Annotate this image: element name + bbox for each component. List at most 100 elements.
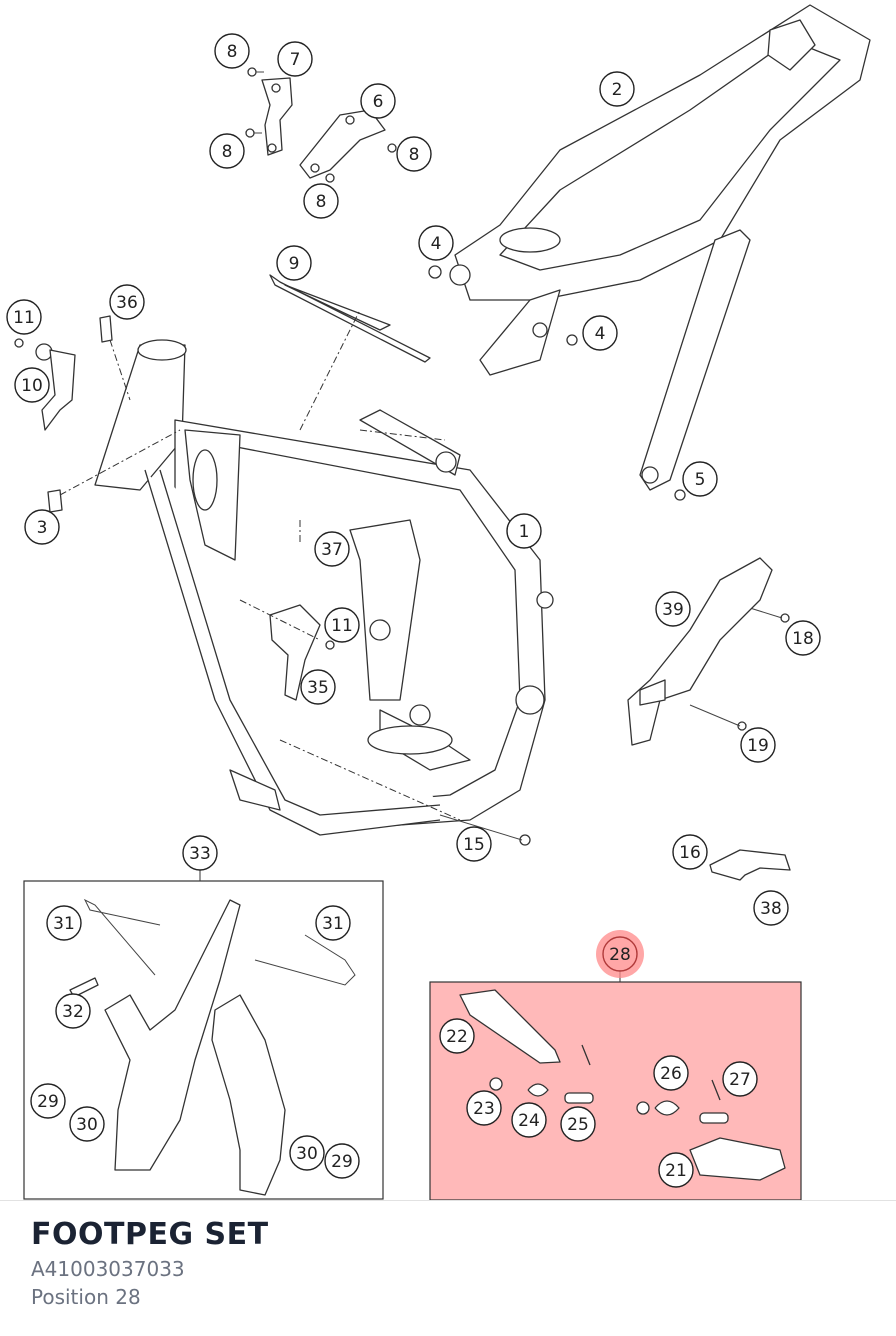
callout-8[interactable]: 8 — [303, 183, 339, 219]
callout-9[interactable]: 9 — [276, 245, 312, 281]
callout-8[interactable]: 8 — [209, 133, 245, 169]
pin-part-25[interactable] — [564, 1092, 594, 1104]
callout-8[interactable]: 8 — [214, 33, 250, 69]
frame-protector-right[interactable] — [211, 994, 286, 1196]
callout-label: 29 — [37, 1092, 59, 1112]
callout-label: 8 — [227, 42, 238, 62]
callout-5[interactable]: 5 — [682, 461, 718, 497]
washer-part-23[interactable] — [489, 1077, 503, 1091]
callout-label: 1 — [519, 522, 530, 542]
callout-circle — [466, 1090, 502, 1126]
part-9[interactable] — [269, 274, 431, 363]
spring-part-24[interactable] — [527, 1083, 549, 1097]
subframe-part-2[interactable] — [449, 4, 871, 491]
callout-16[interactable]: 16 — [672, 834, 708, 870]
callout-label: 9 — [289, 254, 300, 274]
part-10[interactable] — [35, 343, 76, 431]
callout-circle — [418, 225, 454, 261]
callout-18[interactable]: 18 — [785, 620, 821, 656]
callout-6[interactable]: 6 — [360, 83, 396, 119]
pin-part-22b — [581, 1044, 591, 1066]
part-36[interactable] — [99, 315, 113, 343]
pin-part-27[interactable] — [711, 1079, 721, 1101]
callout-19[interactable]: 19 — [740, 727, 776, 763]
callout-1[interactable]: 1 — [506, 513, 542, 549]
callout-8[interactable]: 8 — [396, 136, 432, 172]
callout-31[interactable]: 31 — [315, 905, 351, 941]
callout-22[interactable]: 22 — [439, 1018, 475, 1054]
callout-32[interactable]: 32 — [55, 993, 91, 1029]
callout-23[interactable]: 23 — [466, 1090, 502, 1126]
chain-guide-part-39[interactable] — [627, 557, 773, 746]
callout-36[interactable]: 36 — [109, 284, 145, 320]
callout-circle — [55, 993, 91, 1029]
footpeg-right-part-22[interactable] — [459, 989, 561, 1064]
callout-circle — [24, 509, 60, 545]
callout-31[interactable]: 31 — [46, 905, 82, 941]
callout-label: 37 — [321, 540, 343, 560]
callout-21[interactable]: 21 — [658, 1152, 694, 1188]
callout-25[interactable]: 25 — [560, 1106, 596, 1142]
callout-circle — [300, 669, 336, 705]
callout-7[interactable]: 7 — [277, 41, 313, 77]
callout-4[interactable]: 4 — [582, 315, 618, 351]
frame-protector-left[interactable] — [104, 899, 241, 1171]
callout-label: 19 — [747, 736, 769, 756]
callout-27[interactable]: 27 — [722, 1061, 758, 1097]
part-3[interactable] — [47, 489, 63, 513]
callout-label: 4 — [431, 234, 442, 254]
part-16[interactable] — [709, 849, 791, 881]
callout-circle — [324, 607, 360, 643]
callout-label: 27 — [729, 1070, 751, 1090]
callout-circle — [722, 1061, 758, 1097]
callout-circle — [740, 727, 776, 763]
callout-30[interactable]: 30 — [289, 1135, 325, 1171]
spring-part-26[interactable] — [654, 1100, 680, 1116]
bracket-part-6[interactable] — [299, 109, 386, 179]
callout-39[interactable]: 39 — [655, 591, 691, 627]
callout-15[interactable]: 15 — [456, 826, 492, 862]
main-frame-part-1[interactable] — [94, 339, 554, 836]
callout-circle — [655, 591, 691, 627]
callout-10[interactable]: 10 — [14, 367, 50, 403]
callout-37[interactable]: 37 — [314, 531, 350, 567]
callout-4[interactable]: 4 — [418, 225, 454, 261]
cable-left — [83, 898, 161, 976]
callout-24[interactable]: 24 — [511, 1102, 547, 1138]
callout-circle — [324, 1143, 360, 1179]
callout-11[interactable]: 11 — [6, 299, 42, 335]
callout-26[interactable]: 26 — [653, 1055, 689, 1091]
callout-circle — [69, 1106, 105, 1142]
callout-30[interactable]: 30 — [69, 1106, 105, 1142]
callout-35[interactable]: 35 — [300, 669, 336, 705]
callout-29[interactable]: 29 — [30, 1083, 66, 1119]
part-number: A41003037033 — [31, 1257, 185, 1281]
callout-circle — [109, 284, 145, 320]
small-bolts — [14, 67, 790, 846]
callout-circle — [303, 183, 339, 219]
callout-38[interactable]: 38 — [753, 890, 789, 926]
callout-circle — [602, 936, 638, 972]
callout-label: 25 — [567, 1115, 589, 1135]
callout-11[interactable]: 11 — [324, 607, 360, 643]
bracket-part-7[interactable] — [261, 77, 293, 156]
part-35[interactable] — [269, 604, 321, 701]
callout-33[interactable]: 33 — [182, 835, 218, 871]
callout-label: 39 — [662, 600, 684, 620]
footpeg-left-part-21[interactable] — [689, 1137, 786, 1181]
callout-circle — [439, 1018, 475, 1054]
washer-part-23b — [636, 1101, 650, 1115]
callout-29[interactable]: 29 — [324, 1143, 360, 1179]
callout-label: 24 — [518, 1111, 540, 1131]
callout-circle — [46, 905, 82, 941]
callout-3[interactable]: 3 — [24, 509, 60, 545]
callout-circle — [785, 620, 821, 656]
callout-circle — [214, 33, 250, 69]
callout-label: 3 — [37, 518, 48, 538]
callout-circle — [314, 531, 350, 567]
callout-2[interactable]: 2 — [599, 71, 635, 107]
callout-circle — [6, 299, 42, 335]
callout-label: 31 — [322, 914, 344, 934]
callout-circle — [658, 1152, 694, 1188]
callout-28[interactable]: 28 — [602, 936, 638, 972]
